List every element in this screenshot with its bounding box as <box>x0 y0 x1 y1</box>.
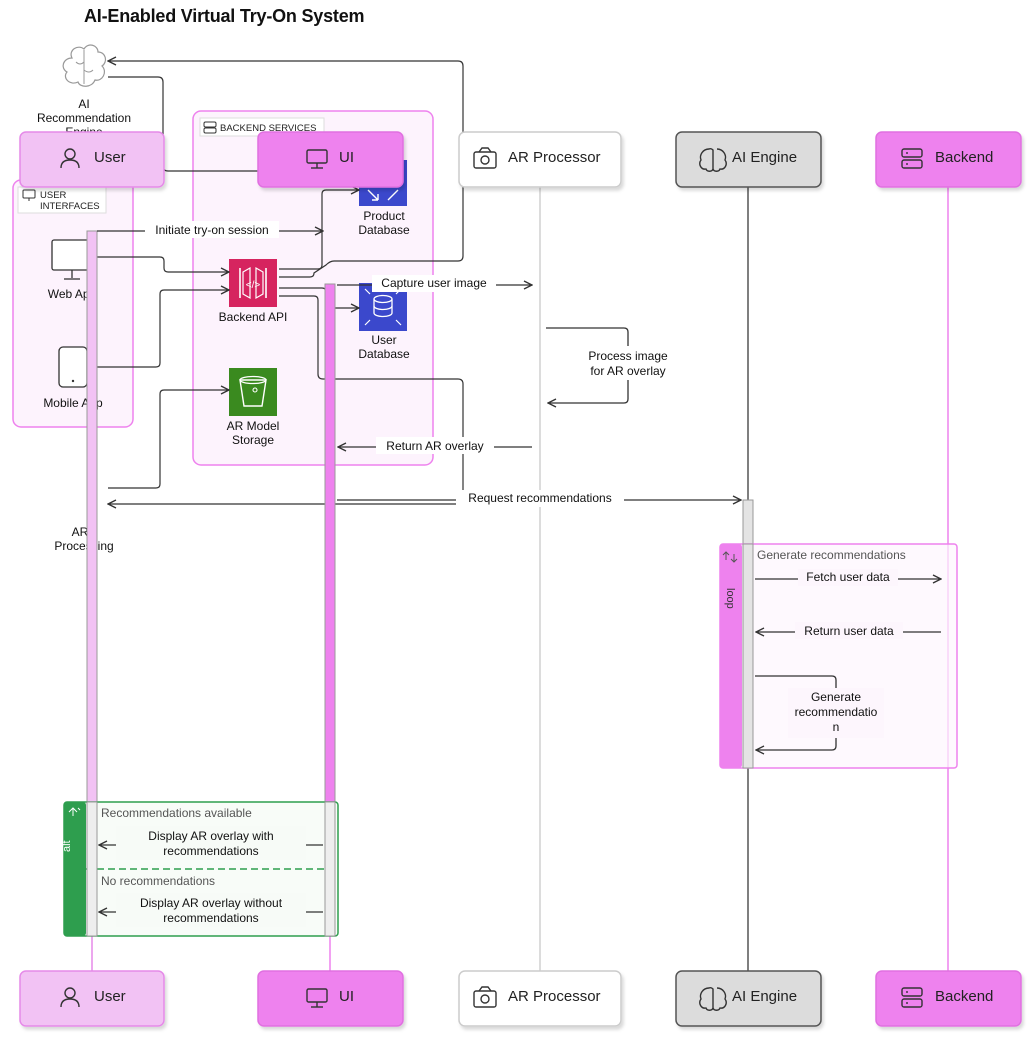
svg-text:Capture user image: Capture user image <box>381 276 487 290</box>
svg-text:User: User <box>94 149 126 166</box>
alt-condition-2: No recommendations <box>101 874 215 888</box>
backend-api-label: Backend API <box>219 310 288 324</box>
message-generate-self: Generate recommendatio n <box>755 675 884 750</box>
participant-ai-top: AI Engine <box>675 131 822 188</box>
user-icon <box>60 987 80 1008</box>
svg-text:Backend: Backend <box>935 149 993 166</box>
alt-condition-1: Recommendations available <box>101 806 252 820</box>
monitor-small-icon <box>22 189 36 201</box>
ar-processing-label-1: AR <box>72 525 89 539</box>
mobile-app-icon <box>58 346 88 388</box>
participant-ui-top: UI <box>257 131 404 188</box>
participant-ar-top: AR Processor <box>458 131 622 188</box>
svg-text:AR Processor: AR Processor <box>508 149 601 166</box>
user-interfaces-group: USER INTERFACES <box>12 179 134 428</box>
message-display-without: Display AR overlay without recommendatio… <box>99 893 323 927</box>
message-process-self: Process image for AR overlay <box>546 327 678 403</box>
message-display-with: Display AR overlay with recommendations <box>99 826 323 860</box>
ar-model-storage-label-1: AR Model <box>227 419 280 433</box>
message-return-user: Return user data <box>756 622 941 639</box>
loop-tag: loop <box>724 588 736 609</box>
svg-text:Return user data: Return user data <box>804 624 894 638</box>
message-return-overlay: Return AR overlay <box>338 437 532 454</box>
monitor-icon <box>306 149 328 169</box>
participant-backend-top: Backend <box>875 131 1022 188</box>
participant-ui-bottom: UI <box>257 970 404 1027</box>
svg-text:Return AR overlay: Return AR overlay <box>386 439 483 453</box>
svg-text:UI: UI <box>339 149 354 166</box>
svg-text:n: n <box>833 720 840 734</box>
message-capture: Capture user image <box>337 275 532 292</box>
svg-text:Display AR overlay without: Display AR overlay without <box>140 896 283 910</box>
participant-ai-bottom: AI Engine <box>675 970 822 1027</box>
ai-engine-label-2: Recommendation <box>37 111 131 125</box>
svg-text:AI Engine: AI Engine <box>732 149 797 166</box>
diagram-title: AI-Enabled Virtual Try-On System <box>84 6 365 26</box>
loop-fragment: loop Generate recommendations <box>719 543 958 769</box>
message-request-recs: Request recommendations <box>337 490 741 507</box>
server-icon <box>901 987 923 1008</box>
monitor-icon <box>306 988 328 1008</box>
svg-text:Process image: Process image <box>588 349 668 363</box>
participant-user-bottom: User <box>19 970 165 1027</box>
ai-recommendation-engine-icon <box>62 44 107 87</box>
svg-text:for AR overlay: for AR overlay <box>590 364 665 378</box>
user-database-label-1: User <box>371 333 396 347</box>
participant-user-top: User <box>19 131 165 188</box>
brain-icon <box>699 986 727 1011</box>
svg-text:Initiate try-on session: Initiate try-on session <box>155 223 268 237</box>
svg-text:Backend: Backend <box>935 988 993 1005</box>
user-database-label-2: Database <box>358 347 410 361</box>
user-interfaces-label-2: INTERFACES <box>40 201 100 212</box>
server-stack-icon <box>203 121 217 134</box>
svg-text:recommendations: recommendations <box>163 844 258 858</box>
svg-text:Fetch user data: Fetch user data <box>806 570 890 584</box>
svg-text:Request recommendations: Request recommendations <box>468 491 611 505</box>
web-app-label: Web App <box>48 287 97 301</box>
message-initiate: Initiate try-on session <box>97 221 323 238</box>
architecture-connectors <box>96 61 464 504</box>
user-interfaces-label-1: USER <box>40 190 67 201</box>
svg-text:</>: </> <box>246 280 261 291</box>
user-icon <box>60 148 80 169</box>
participant-backend-bottom: Backend <box>875 970 1022 1027</box>
svg-text:AR Processor: AR Processor <box>508 988 601 1005</box>
svg-text:recommendatio: recommendatio <box>795 705 878 719</box>
svg-text:recommendations: recommendations <box>163 911 258 925</box>
ar-processing-label-2: Processing <box>54 539 113 553</box>
server-icon <box>901 148 923 169</box>
product-database-label-1: Product <box>363 209 405 223</box>
svg-text:UI: UI <box>339 988 354 1005</box>
svg-text:Generate: Generate <box>811 690 861 704</box>
ai-engine-label-1: AI <box>78 97 89 111</box>
backend-api-icon: </> <box>229 259 277 307</box>
loop-label: Generate recommendations <box>757 548 906 562</box>
alt-tag: alt <box>61 840 73 852</box>
camera-icon <box>473 986 497 1008</box>
svg-text:AI Engine: AI Engine <box>732 988 797 1005</box>
product-database-label-2: Database <box>358 223 410 237</box>
participant-ar-bottom: AR Processor <box>458 970 622 1027</box>
svg-text:Display AR overlay with: Display AR overlay with <box>148 829 273 843</box>
brain-icon <box>699 147 727 172</box>
ar-model-storage-label-2: Storage <box>232 433 274 447</box>
backend-services-label: BACKEND SERVICES <box>220 123 316 134</box>
message-fetch-user: Fetch user data <box>755 569 941 586</box>
ar-model-storage-icon <box>229 368 277 416</box>
camera-icon <box>473 147 497 169</box>
svg-text:User: User <box>94 988 126 1005</box>
